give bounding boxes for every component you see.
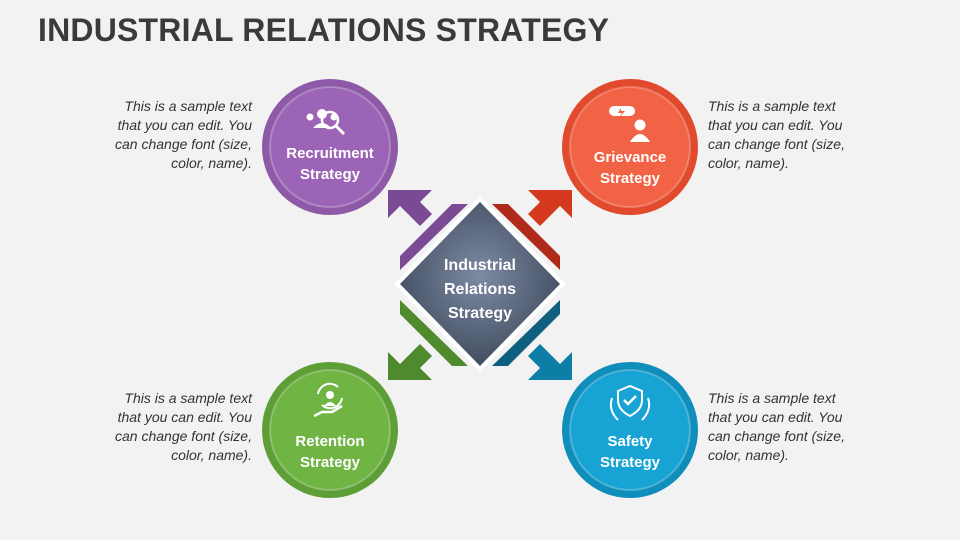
recruitment-desc-line: This is a sample text xyxy=(124,98,252,114)
page-title: INDUSTRIAL RELATIONS STRATEGY xyxy=(38,12,610,48)
arrow-bottom-right xyxy=(492,300,572,380)
retention-desc-line: This is a sample text xyxy=(124,390,252,406)
safety-desc-line: This is a sample text xyxy=(708,390,836,406)
recruitment-desc-line: color, name). xyxy=(171,155,252,171)
retention-hand-icon xyxy=(313,382,343,418)
safety-label-line2: Strategy xyxy=(599,454,661,471)
grievance-person-icon xyxy=(609,106,650,142)
grievance-label: Grievance Strategy xyxy=(570,147,690,189)
grievance-desc-line: color, name). xyxy=(708,155,789,171)
arrow-bottom-left xyxy=(388,300,468,380)
safety-desc-line: color, name). xyxy=(708,447,789,463)
retention-label-line1: Retention xyxy=(295,433,365,450)
safety-shield-icon xyxy=(609,384,651,421)
grievance-desc-line: This is a sample text xyxy=(708,98,836,114)
center-line-1: Industrial xyxy=(443,257,516,274)
recruitment-label-line2: Strategy xyxy=(299,166,361,183)
recruitment-search-icon xyxy=(306,109,346,136)
safety-label: Safety Strategy xyxy=(570,431,690,473)
safety-desc-line: can change font (size, xyxy=(708,428,845,444)
node-recruitment xyxy=(262,79,398,215)
recruitment-label-line1: Recruitment xyxy=(286,145,374,162)
retention-desc-line: that you can edit. You xyxy=(117,409,252,425)
safety-desc-line: that you can edit. You xyxy=(708,409,843,425)
center-line-2: Relations xyxy=(443,281,516,298)
center-label: Industrial Relations Strategy xyxy=(405,254,555,326)
grievance-label-line1: Grievance xyxy=(593,149,667,166)
grievance-label-line2: Strategy xyxy=(599,170,661,187)
retention-description: This is a sample text that you can edit.… xyxy=(92,389,252,465)
grievance-desc-line: can change font (size, xyxy=(708,136,845,152)
recruitment-label: Recruitment Strategy xyxy=(270,143,390,185)
grievance-desc-line: that you can edit. You xyxy=(708,117,843,133)
retention-desc-line: color, name). xyxy=(171,447,252,463)
arrow-top-left xyxy=(388,190,468,270)
recruitment-description: This is a sample text that you can edit.… xyxy=(92,97,252,173)
safety-description: This is a sample text that you can edit.… xyxy=(708,389,868,465)
arrow-top-right xyxy=(492,190,572,270)
center-line-3: Strategy xyxy=(447,305,513,322)
node-retention xyxy=(262,362,398,498)
retention-desc-line: can change font (size, xyxy=(115,428,252,444)
center-diamond xyxy=(394,196,566,372)
retention-label: Retention Strategy xyxy=(270,431,390,473)
safety-label-line1: Safety xyxy=(607,433,653,450)
recruitment-desc-line: that you can edit. You xyxy=(117,117,252,133)
grievance-description: This is a sample text that you can edit.… xyxy=(708,97,868,173)
node-safety xyxy=(562,362,698,498)
node-grievance xyxy=(562,79,698,215)
retention-label-line2: Strategy xyxy=(299,454,361,471)
recruitment-desc-line: can change font (size, xyxy=(115,136,252,152)
